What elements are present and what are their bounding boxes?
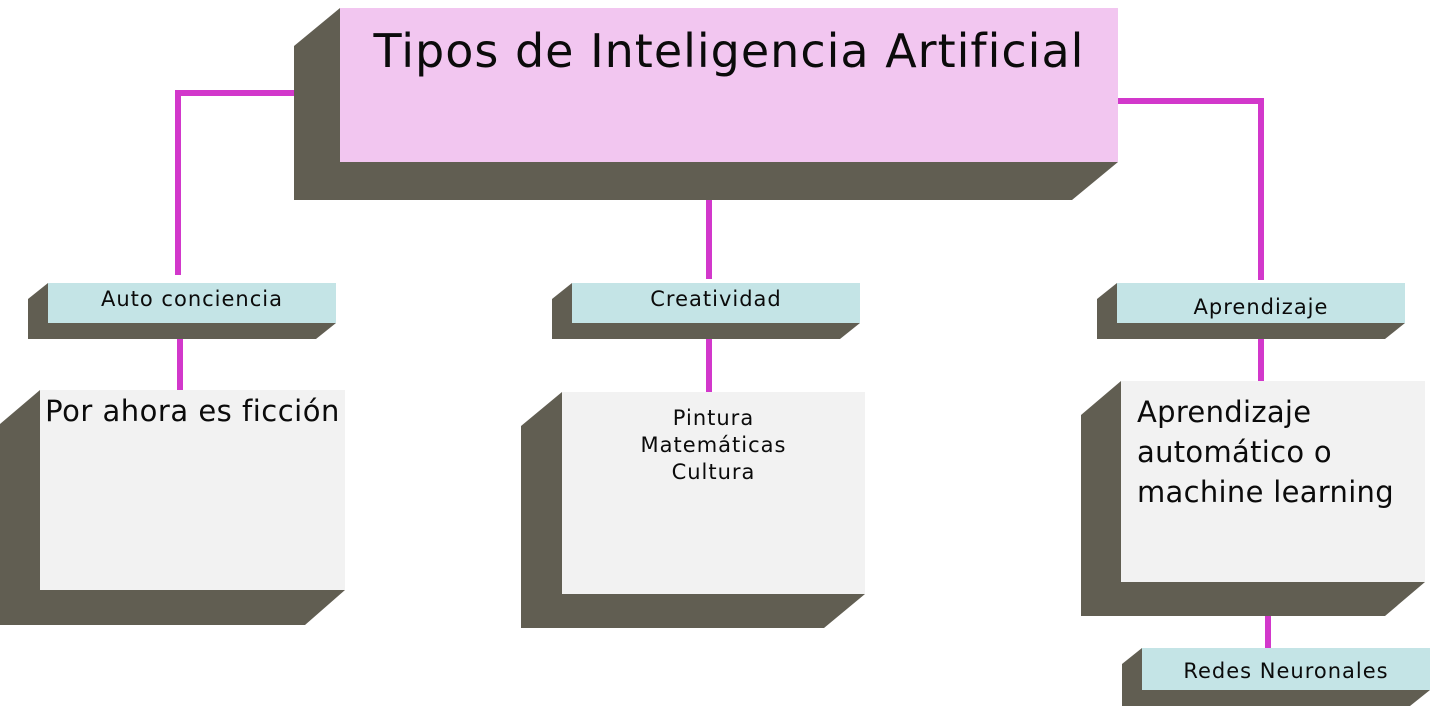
label-box-aprendizaje — [1097, 283, 1405, 339]
label-aprendizaje: Aprendizaje — [1193, 295, 1329, 319]
content-box-aprendizaje — [1081, 381, 1425, 616]
label-auto-conciencia: Auto conciencia — [101, 287, 283, 311]
label-box-auto-conciencia — [28, 283, 336, 339]
connector-root-aprendizaje — [1118, 98, 1264, 280]
label-box-redes-neuronales — [1122, 648, 1430, 706]
content-line-cultura: Cultura — [671, 460, 756, 484]
content-line-pintura: Pintura — [672, 406, 755, 430]
diagram-title: Tipos de Inteligencia Artificial — [373, 24, 1085, 78]
content-line-matematicas: Matemáticas — [640, 433, 787, 457]
content-box-creatividad — [521, 392, 865, 628]
content-box-auto-conciencia — [0, 390, 345, 625]
label-box-creatividad — [552, 283, 860, 339]
content-creatividad: Pintura Matemáticas Cultura — [562, 405, 865, 486]
content-line: Por ahora es ficción — [45, 394, 340, 428]
content-aprendizaje: Aprendizaje automático o machine learnin… — [1137, 392, 1417, 512]
label-creatividad: Creatividad — [650, 287, 782, 311]
content-line: Aprendizaje automático o machine learnin… — [1137, 395, 1394, 509]
root-box — [294, 8, 1118, 200]
connector-root-auto-conciencia — [175, 90, 318, 275]
label-redes-neuronales: Redes Neuronales — [1183, 659, 1389, 683]
content-auto-conciencia: Por ahora es ficción — [40, 396, 345, 426]
